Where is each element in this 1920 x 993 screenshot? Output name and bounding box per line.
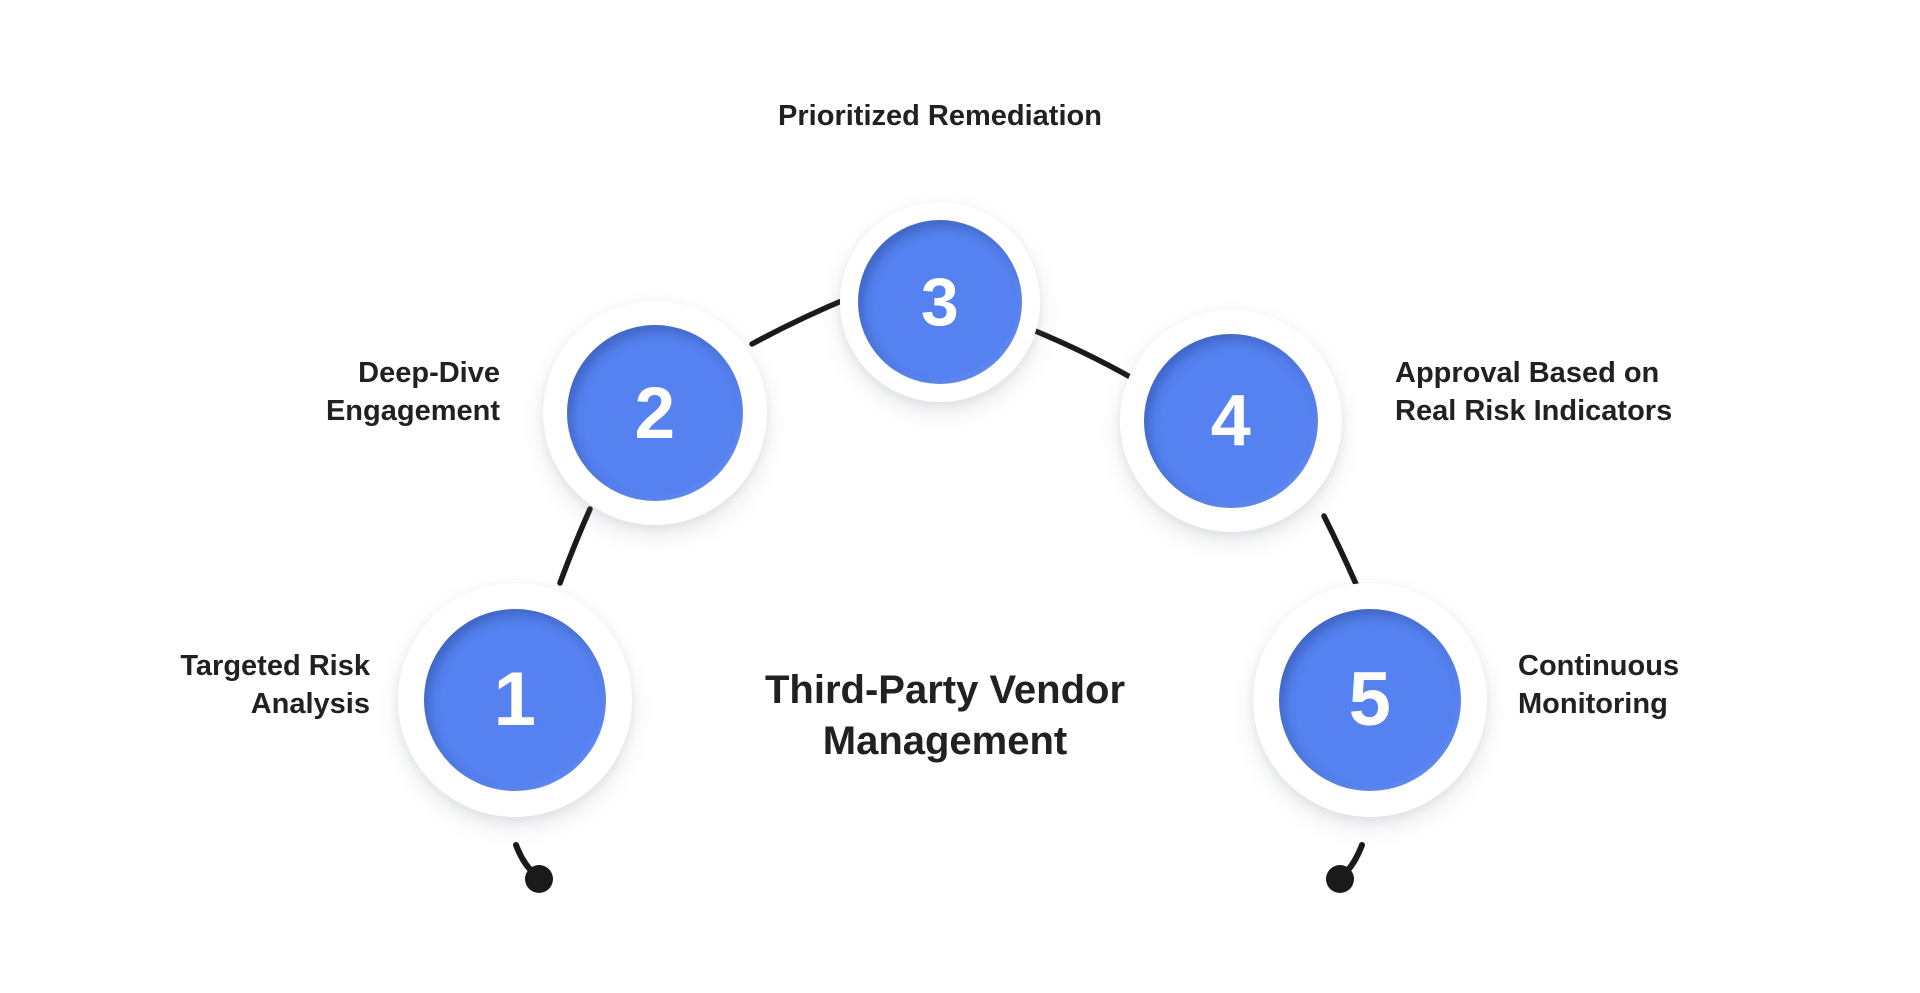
step-node-4-disc: 4: [1144, 334, 1318, 508]
step-label-1: Targeted Risk Analysis: [180, 650, 370, 720]
diagram-center-title: Third-Party Vendor Management: [764, 668, 1126, 763]
step-node-5-disc: 5: [1279, 609, 1461, 791]
connector-4-to-5: [1321, 513, 1359, 587]
step-node-5[interactable]: 5: [1253, 583, 1487, 817]
connector-1-to-2: [557, 506, 593, 586]
step-number-1: 1: [493, 657, 537, 742]
step-label-5: Continuous Monitoring: [1518, 650, 1680, 720]
step-node-3-disc: 3: [858, 220, 1022, 384]
tail-end-dot: [1326, 865, 1354, 893]
tail-start-line: [513, 842, 540, 879]
step-node-3[interactable]: 3: [840, 202, 1040, 402]
connector-3-to-4: [1030, 327, 1135, 381]
step-number-3: 3: [920, 264, 960, 340]
tail-start-dot: [525, 865, 553, 893]
step-node-2[interactable]: 2: [543, 301, 767, 525]
step-node-4[interactable]: 4: [1120, 310, 1342, 532]
step-label-3: Prioritized Remediation: [778, 100, 1102, 132]
connector-2-to-3: [749, 294, 854, 347]
step-node-1-disc: 1: [424, 609, 606, 791]
step-label-2: Deep-Dive Engagement: [325, 357, 500, 427]
step-number-5: 5: [1348, 657, 1392, 742]
step-node-1[interactable]: 1: [398, 583, 632, 817]
tail-end-line: [1339, 842, 1365, 879]
step-node-2-disc: 2: [567, 325, 743, 501]
step-label-4: Approval Based on Real Risk Indicators: [1395, 357, 1673, 427]
step-number-2: 2: [634, 372, 676, 454]
step-number-4: 4: [1210, 381, 1252, 461]
